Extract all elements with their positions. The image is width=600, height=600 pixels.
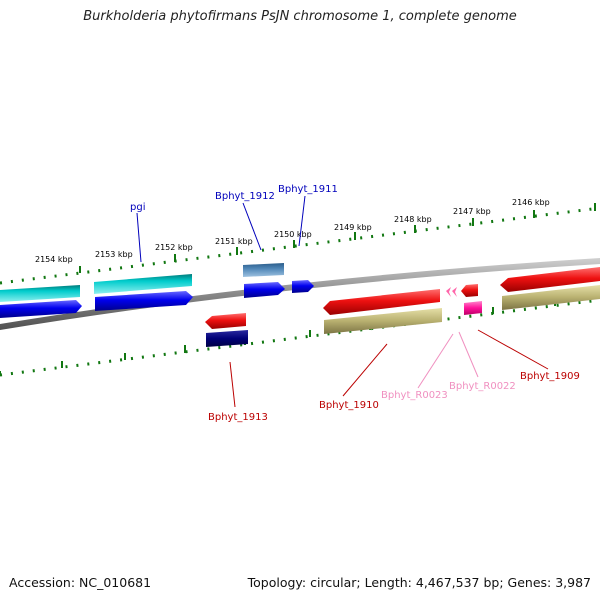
label-leaders xyxy=(136,195,549,408)
topology-label: Topology: circular; Length: 4,467,537 bp… xyxy=(247,575,591,590)
gene-label-bphyt-1911[interactable]: Bphyt_1911 xyxy=(278,184,338,195)
gene-label-bphyt-1913[interactable]: Bphyt_1913 xyxy=(208,412,268,423)
gene-arrow[interactable] xyxy=(292,280,314,293)
scale-ruler-lower xyxy=(0,298,600,377)
feature-bar[interactable] xyxy=(206,330,248,347)
gene-arrow[interactable] xyxy=(205,313,246,329)
tick-label: 2146 kbp xyxy=(512,198,550,207)
chromosome-backbone xyxy=(0,258,600,330)
scale-ruler-upper xyxy=(0,206,600,285)
tick-label: 2151 kbp xyxy=(215,237,253,246)
feature-bar[interactable] xyxy=(0,285,80,302)
tick-label: 2150 kbp xyxy=(274,230,312,239)
forward-strand-features xyxy=(0,263,314,318)
scale-tick-labels: 2154 kbp 2153 kbp 2152 kbp 2151 kbp 2150… xyxy=(35,198,550,264)
tick-label: 2148 kbp xyxy=(394,215,432,224)
feature-bar[interactable] xyxy=(243,263,284,277)
feature-bar[interactable] xyxy=(324,308,442,334)
gene-label-bphyt-r0022[interactable]: Bphyt_R0022 xyxy=(449,381,516,392)
rna-gene-bar[interactable] xyxy=(464,301,482,315)
scale-major-ticks-upper xyxy=(79,203,596,273)
tick-label: 2149 kbp xyxy=(334,223,372,232)
feature-bar[interactable] xyxy=(502,285,600,310)
gene-label-bphyt-r0023[interactable]: Bphyt_R0023 xyxy=(381,390,448,401)
gene-arrow[interactable] xyxy=(461,284,478,297)
rna-arrow[interactable] xyxy=(446,287,451,297)
tick-label: 2147 kbp xyxy=(453,207,491,216)
gene-arrow[interactable] xyxy=(500,267,600,292)
tick-label: 2153 kbp xyxy=(95,250,133,259)
map-title: Burkholderia phytofirmans PsJN chromosom… xyxy=(83,9,517,24)
gene-label-bphyt-1910[interactable]: Bphyt_1910 xyxy=(319,400,379,411)
gene-label-pgi[interactable]: pgi xyxy=(130,202,145,213)
gene-arrow[interactable] xyxy=(323,289,440,315)
gene-label-bphyt-1912[interactable]: Bphyt_1912 xyxy=(215,191,275,202)
tick-label: 2154 kbp xyxy=(35,255,73,264)
rna-arrow[interactable] xyxy=(452,287,457,297)
accession-label: Accession: NC_010681 xyxy=(9,575,152,590)
gene-labels: pgi Bphyt_1912 Bphyt_1911 Bphyt_1913 Bph… xyxy=(130,184,580,423)
gene-arrow[interactable] xyxy=(244,282,285,298)
gene-label-bphyt-1909[interactable]: Bphyt_1909 xyxy=(520,371,580,382)
tick-label: 2152 kbp xyxy=(155,243,193,252)
gene-arrow[interactable] xyxy=(0,300,82,318)
feature-bar[interactable] xyxy=(94,274,192,294)
gene-arrow[interactable] xyxy=(95,291,193,311)
reverse-strand-features xyxy=(205,267,600,347)
